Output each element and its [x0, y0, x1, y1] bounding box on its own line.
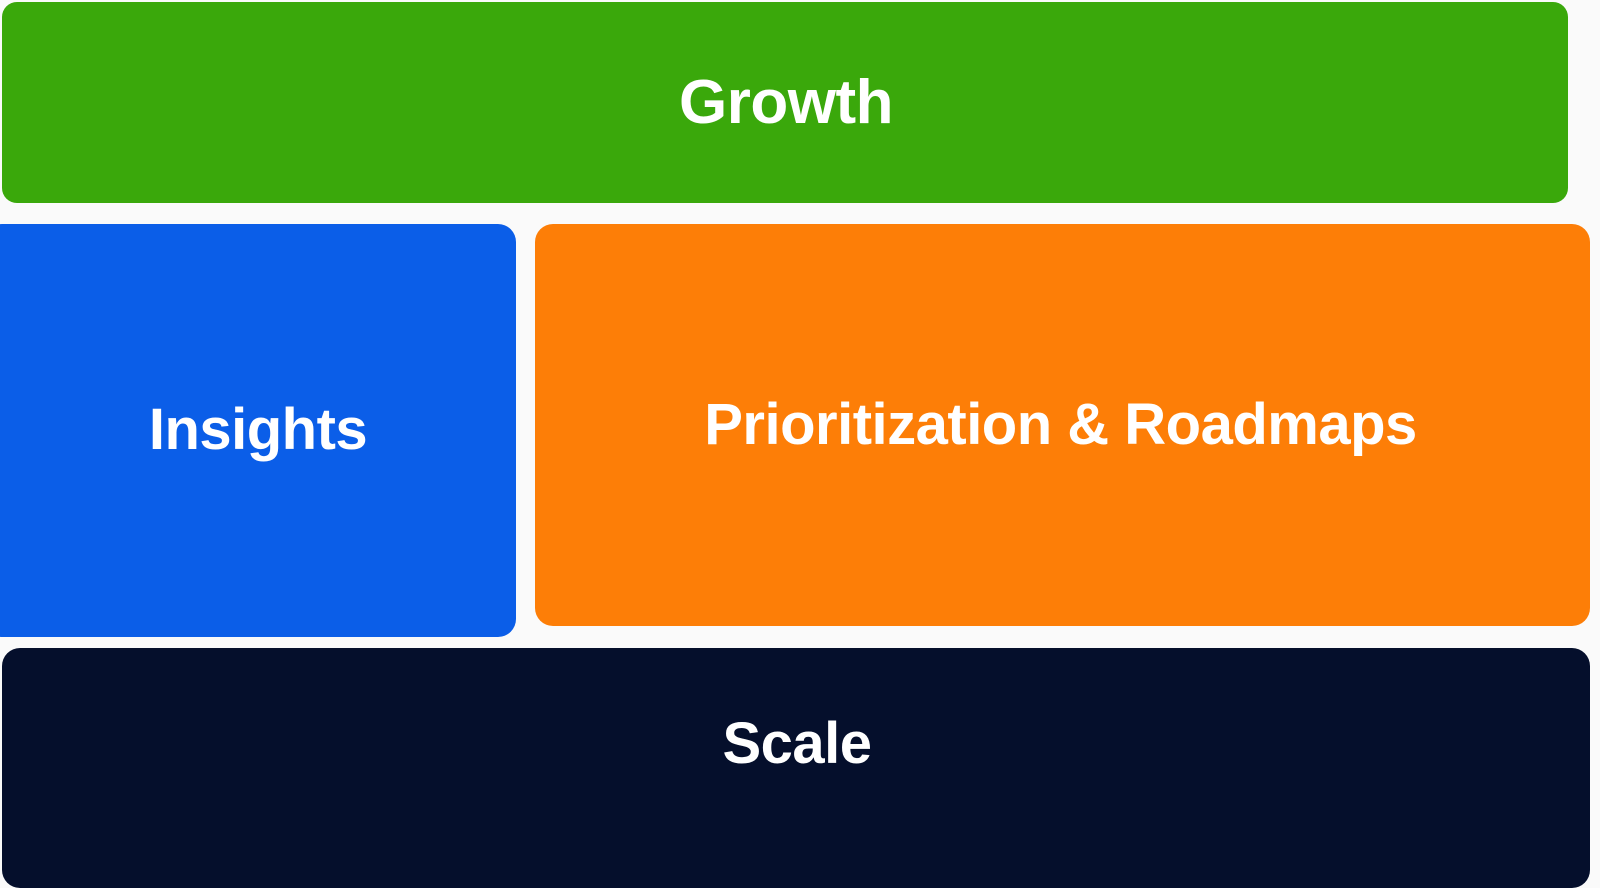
block-scale[interactable]: Scale: [2, 648, 1590, 888]
block-scale-label: Scale: [722, 710, 872, 776]
block-growth-label: Growth: [679, 67, 893, 137]
block-prioritization-and-roadmaps[interactable]: Prioritization & Roadmaps: [535, 224, 1590, 626]
block-growth[interactable]: Growth: [2, 2, 1568, 203]
block-insights[interactable]: Insights: [0, 224, 516, 637]
block-prioritization-and-roadmaps-label: Prioritization & Roadmaps: [704, 391, 1417, 457]
block-insights-label: Insights: [148, 397, 368, 463]
